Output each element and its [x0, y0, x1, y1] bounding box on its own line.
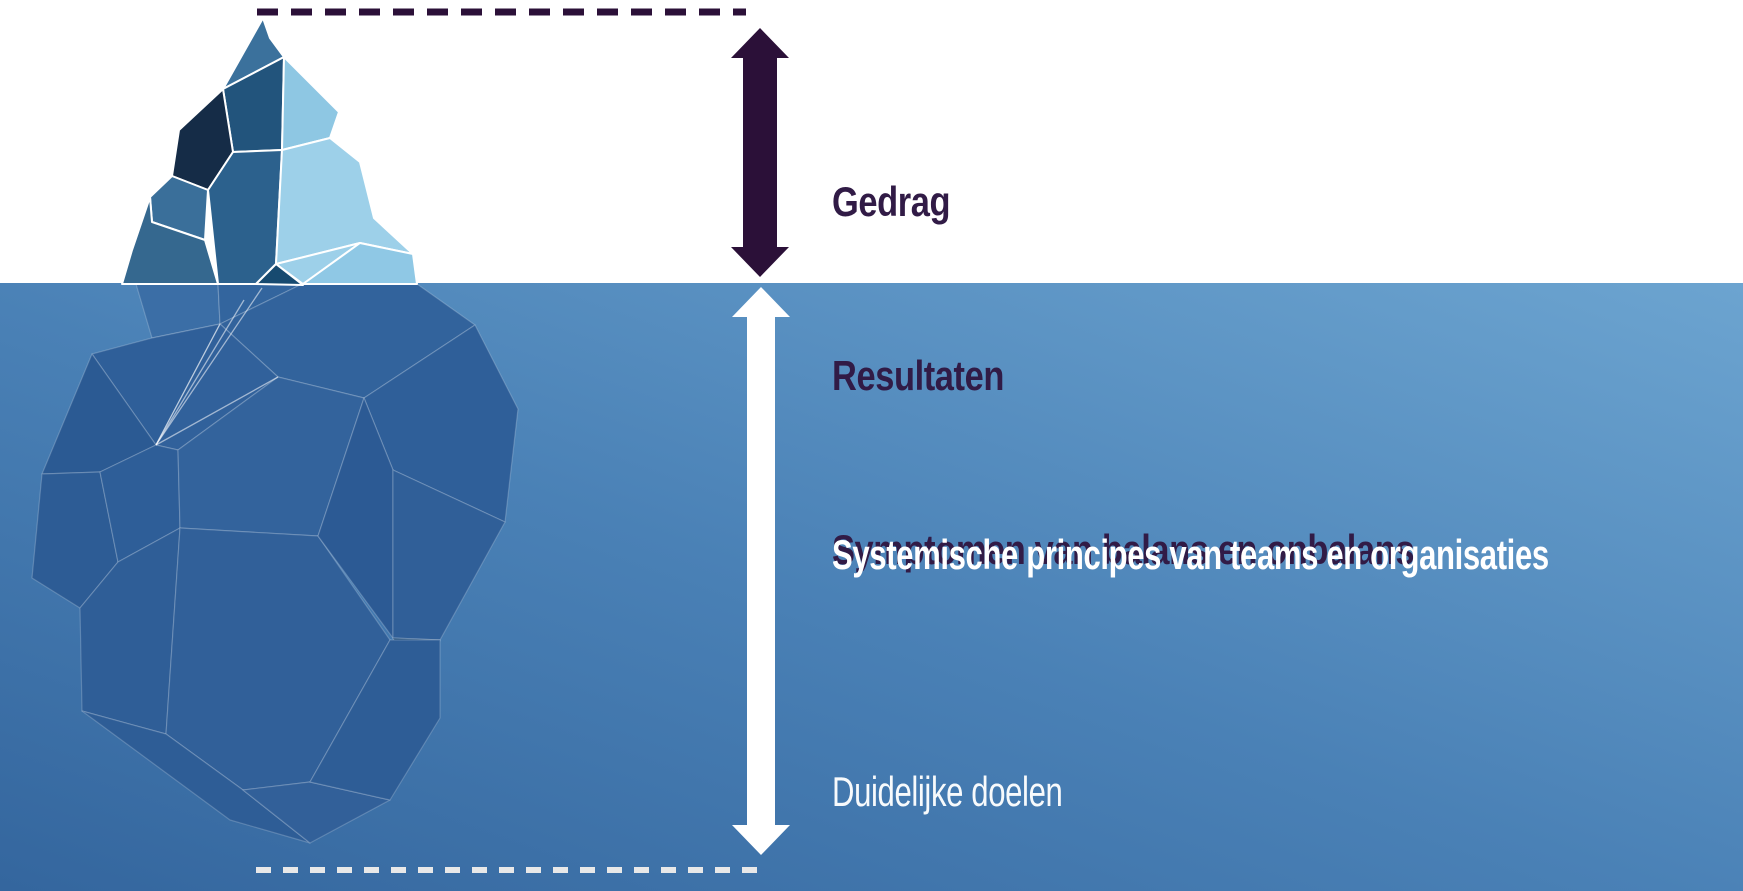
above-water-double-arrow-icon: [731, 28, 789, 277]
iceberg-underwater: [31, 283, 519, 844]
list-item-duidelijke-doelen: Duidelijke doelen: [832, 768, 1063, 815]
surface-label-symptomen: Symptomen van balans en onbalans: [832, 526, 1415, 573]
surface-label-gedrag: Gedrag: [832, 178, 951, 225]
surface-label-resultaten: Resultaten: [832, 352, 1004, 399]
surface-labels: Gedrag Resultaten Symptomen van balans e…: [832, 57, 1414, 695]
underwater-double-arrow-icon: [732, 287, 790, 855]
underwater-labels: Systemische principes van teams en organ…: [832, 357, 1603, 891]
iceberg-tip: [121, 17, 418, 286]
underwater-heading: Systemische principes van teams en organ…: [832, 531, 1549, 578]
